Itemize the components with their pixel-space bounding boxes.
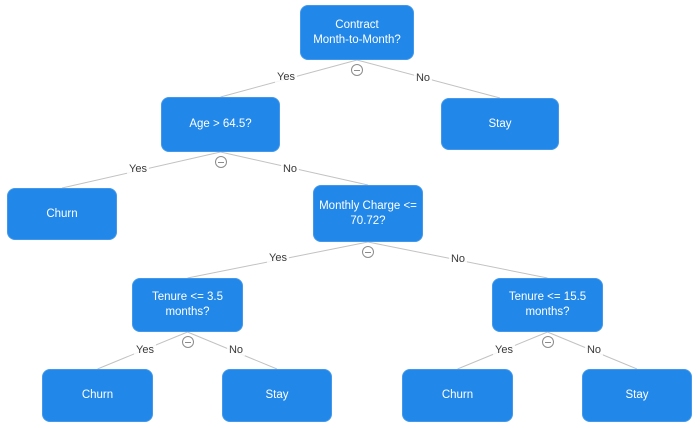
tree-node-stay-tenure155-no[interactable]: Stay (582, 369, 692, 422)
tree-node-label: Age > 64.5? (189, 118, 252, 131)
tree-node-label: Stay (265, 389, 289, 402)
tree-node-label: Churn (46, 207, 78, 220)
tree-node-stay-contract-no[interactable]: Stay (441, 98, 559, 150)
branch-label-no: No (413, 71, 433, 85)
branch-label-yes: Yes (134, 343, 156, 357)
branch-label-no: No (448, 252, 468, 266)
branch-label-yes: Yes (127, 162, 149, 176)
tree-node-label: Tenure <= 15.5 (508, 291, 587, 304)
tree-node-label: Monthly Charge <= (319, 199, 417, 212)
tree-node-label: Contract (335, 18, 379, 31)
branch-label-yes: Yes (275, 70, 297, 84)
tree-node-label: 70.72? (350, 214, 386, 227)
tree-node-stay-tenure35-no[interactable]: Stay (222, 369, 332, 422)
tree-node-churn-age-yes[interactable]: Churn (7, 188, 117, 240)
tree-node-label: Stay (625, 389, 649, 402)
tree-node-churn-tenure35-yes[interactable]: Churn (42, 369, 153, 422)
collapse-minus-icon[interactable] (351, 64, 363, 76)
tree-node-label: Churn (81, 389, 114, 402)
branch-label-yes: Yes (493, 343, 515, 357)
collapse-minus-icon[interactable] (214, 156, 227, 168)
branch-label-yes: Yes (267, 251, 289, 265)
tree-node-age[interactable]: Age > 64.5? (161, 97, 280, 152)
branch-label-no: No (226, 343, 246, 357)
collapse-minus-icon[interactable] (362, 246, 374, 258)
tree-node-label: months? (165, 306, 210, 318)
tree-node-churn-tenure155-yes[interactable]: Churn (402, 369, 513, 422)
tree-node-label: Churn (441, 389, 474, 402)
tree-node-label: Tenure <= 3.5 (152, 291, 223, 304)
branch-label-no: No (584, 343, 604, 357)
tree-node-tenure-15-5[interactable]: Tenure <= 15.5 months? (492, 278, 603, 332)
tree-node-monthly-charge[interactable]: Monthly Charge <= 70.72? (313, 185, 423, 242)
branch-label-no: No (280, 162, 300, 176)
tree-node-tenure-3-5[interactable]: Tenure <= 3.5 months? (132, 278, 243, 332)
collapse-minus-icon[interactable] (541, 336, 554, 348)
tree-node-label: Month-to-Month? (313, 33, 401, 46)
tree-node-label: months? (525, 306, 570, 318)
tree-node-label: Stay (488, 117, 512, 130)
collapse-minus-icon[interactable] (181, 336, 194, 348)
